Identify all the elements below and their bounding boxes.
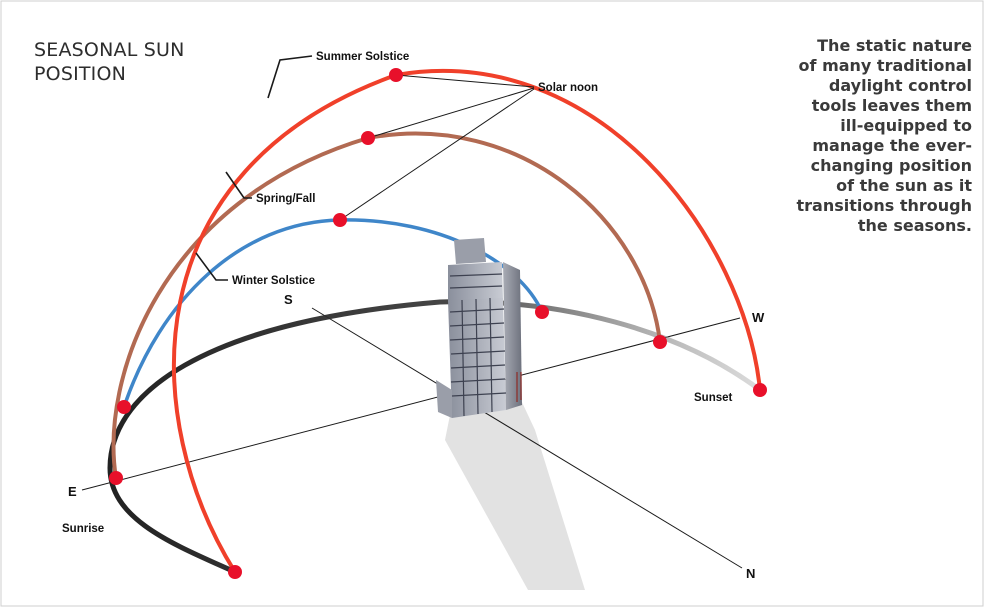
- spring-fall-leader: [225, 171, 252, 199]
- caption-line: daylight control: [828, 76, 972, 95]
- winter-solstice-label: Winter Solstice: [232, 275, 315, 287]
- building-shadow: [445, 398, 585, 590]
- caption-line: manage the ever-: [812, 136, 972, 155]
- winter-sunset-marker: [535, 305, 549, 319]
- summer-leader: [267, 55, 313, 99]
- spring-fall-label: Spring/Fall: [256, 193, 315, 205]
- caption-line: The static nature: [817, 36, 972, 55]
- caption-line: changing position: [810, 156, 972, 175]
- caption-line: of the sun as it: [836, 176, 972, 195]
- spring-fall-sunrise-marker: [109, 471, 123, 485]
- compass-east: E: [68, 484, 77, 499]
- title-line: SEASONAL SUN: [34, 39, 185, 61]
- summer-noon-marker: [389, 68, 403, 82]
- compass-south: S: [284, 292, 293, 307]
- caption-text: The static nature of many traditional da…: [752, 36, 973, 236]
- spring-fall-noon-marker: [361, 131, 375, 145]
- south-north-axis: [311, 307, 743, 569]
- caption-line: ill-equipped to: [840, 116, 972, 135]
- diagram-title: SEASONAL SUN POSITION: [34, 38, 294, 86]
- caption-line: of many traditional: [798, 56, 972, 75]
- east-west-axis: [81, 317, 741, 491]
- solar-noon-label: Solar noon: [538, 82, 598, 94]
- caption-line: tools leaves them: [811, 96, 972, 115]
- summer-sunrise-marker: [228, 565, 242, 579]
- caption-line: transitions through: [796, 196, 973, 215]
- sun-markers: [109, 68, 767, 579]
- spring-fall-sunset-marker: [653, 335, 667, 349]
- compass-west: W: [752, 310, 765, 325]
- caption-line: the seasons.: [857, 216, 972, 235]
- compass-north: N: [746, 566, 755, 581]
- sunrise-label: Sunrise: [62, 523, 104, 535]
- winter-sunrise-marker: [117, 400, 131, 414]
- ground-sun-path: [107, 299, 763, 575]
- title-line: POSITION: [34, 63, 127, 85]
- solar-noon-leaders: [339, 74, 535, 221]
- sunset-label: Sunset: [694, 392, 733, 404]
- building: [436, 238, 522, 418]
- winter-noon-marker: [333, 213, 347, 227]
- winter-leader: [195, 252, 228, 281]
- summer-sunset-marker: [753, 383, 767, 397]
- summer-solstice-label: Summer Solstice: [316, 51, 409, 63]
